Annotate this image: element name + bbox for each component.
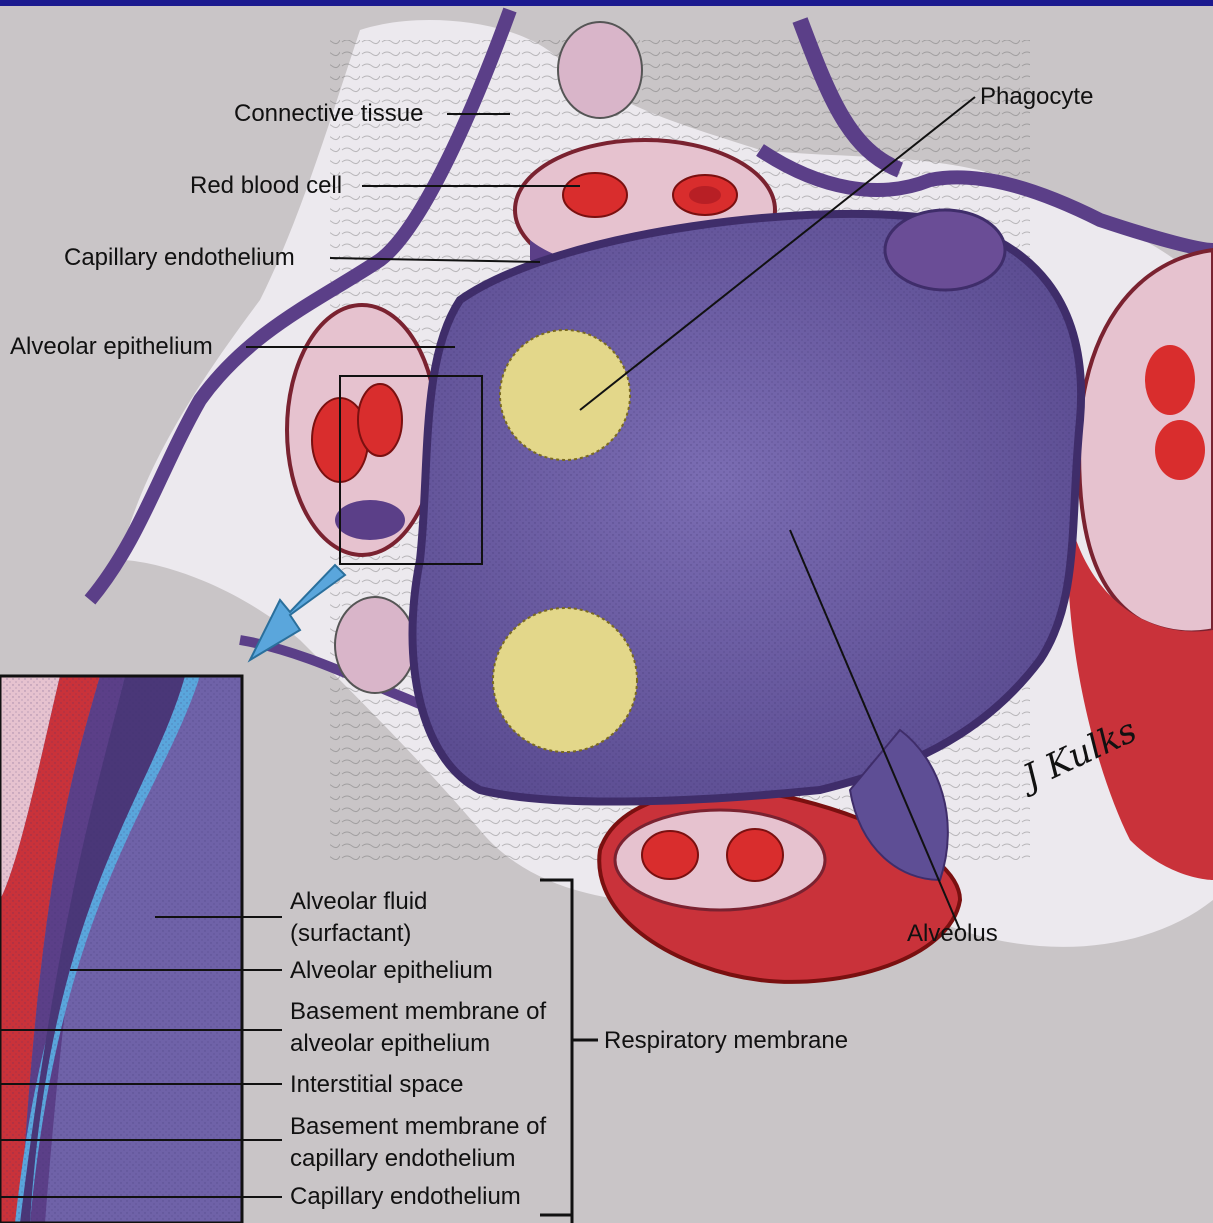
label-alveolar-epithelium: Alveolar epithelium	[10, 333, 213, 361]
connective-cell-bottom	[335, 597, 415, 693]
label-respiratory-membrane: Respiratory membrane	[604, 1027, 848, 1055]
phagocyte-bottom	[493, 608, 637, 752]
phagocyte-top	[500, 330, 630, 460]
label-phagocyte: Phagocyte	[980, 83, 1093, 111]
capillary-left	[287, 305, 437, 555]
connective-cell-top	[558, 22, 642, 118]
label-capillary-endothelium: Capillary endothelium	[64, 244, 295, 272]
label-inset-capillary-endothelium: Capillary endothelium	[290, 1183, 521, 1211]
label-alveolar-fluid-2: (surfactant)	[290, 920, 411, 948]
label-basement-alv-2: alveolar epithelium	[290, 1030, 490, 1058]
label-basement-cap-1: Basement membrane of	[290, 1113, 546, 1141]
label-basement-cap-2: capillary endothelium	[290, 1145, 515, 1173]
label-red-blood-cell: Red blood cell	[190, 172, 342, 200]
label-connective-tissue: Connective tissue	[234, 100, 423, 128]
label-basement-alv-1: Basement membrane of	[290, 998, 546, 1026]
label-alveolar-fluid-1: Alveolar fluid	[290, 888, 427, 916]
label-inset-alveolar-epithelium: Alveolar epithelium	[290, 957, 493, 985]
label-interstitial-space: Interstitial space	[290, 1071, 463, 1099]
label-alveolus: Alveolus	[907, 920, 998, 948]
